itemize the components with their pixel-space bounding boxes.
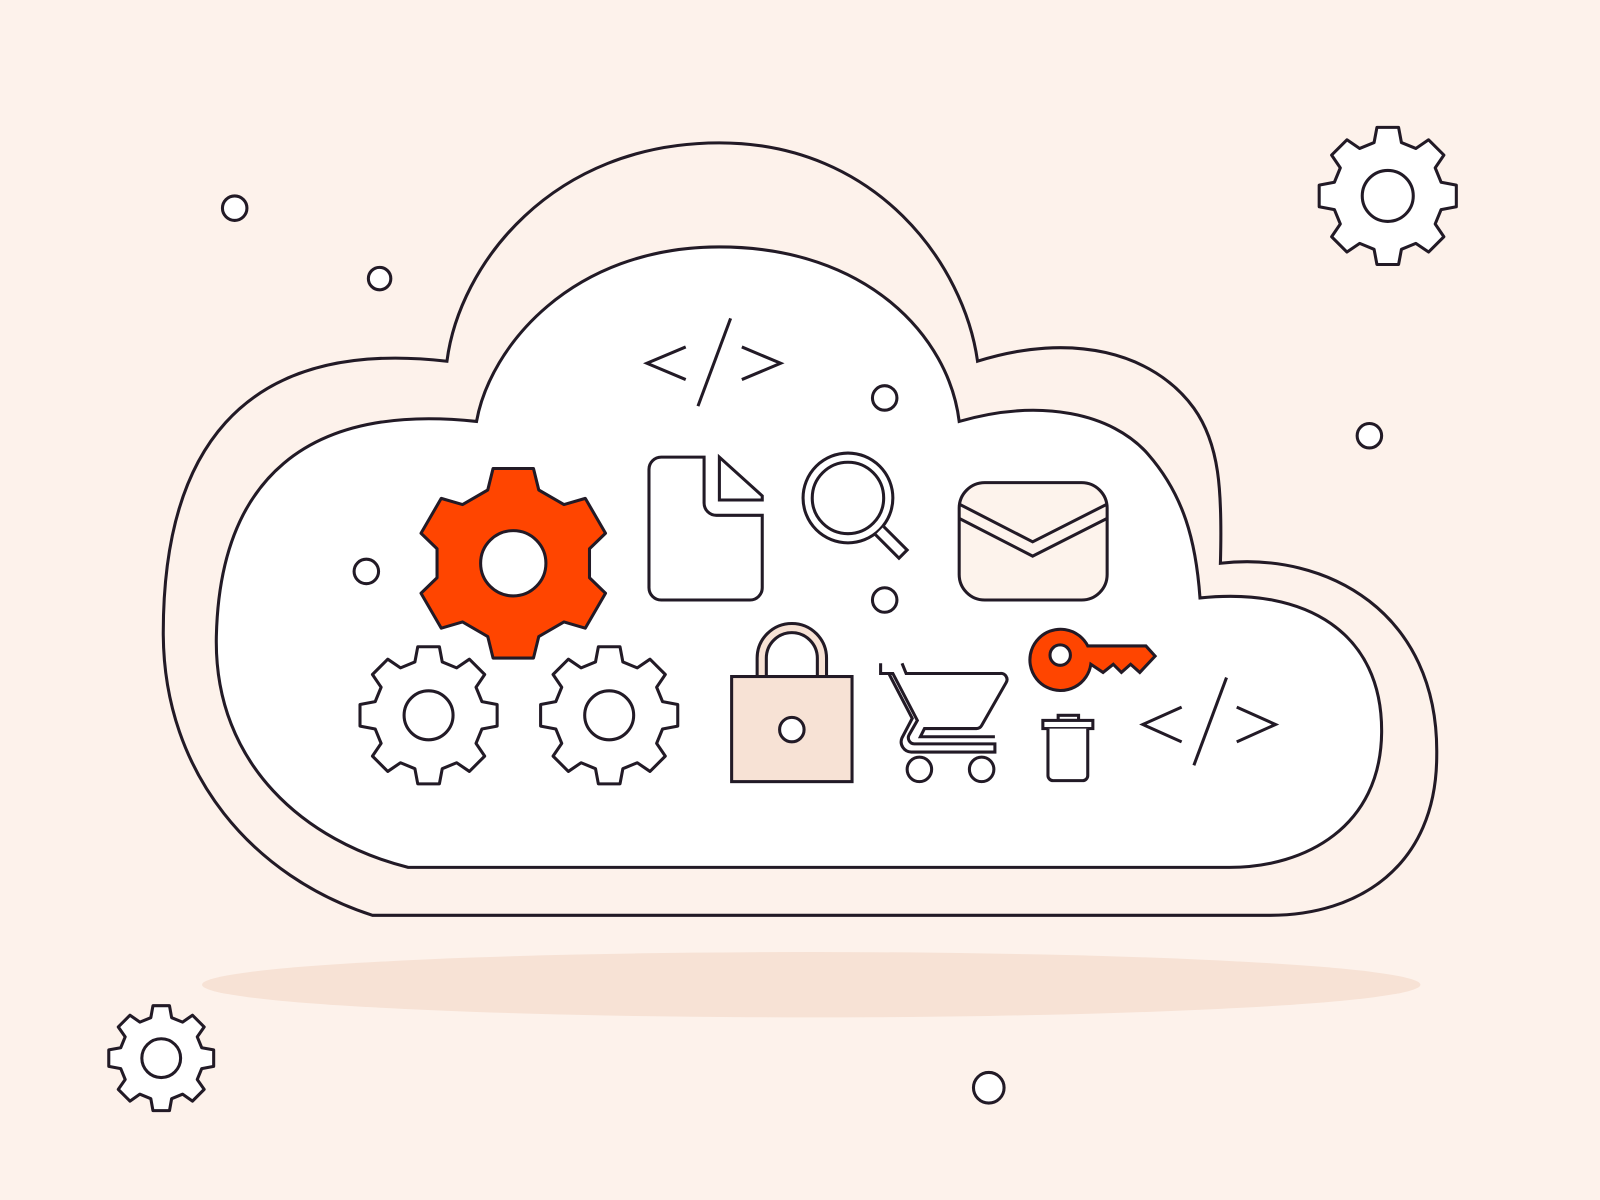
code-icon [1139, 677, 1280, 766]
gear-icon [539, 645, 680, 786]
key-icon [1028, 627, 1158, 692]
decorative-dot [352, 557, 381, 586]
cloud-shadow [202, 952, 1421, 1018]
decorative-dot [870, 384, 899, 412]
gear-icon [419, 466, 608, 660]
cloud-inner [214, 245, 1384, 869]
decorative-dot [971, 1070, 1006, 1105]
decorative-dot [220, 194, 249, 222]
gear-icon [358, 645, 499, 786]
search-icon [801, 451, 910, 561]
cart-icon [879, 662, 1009, 784]
decorative-dot [1355, 421, 1384, 450]
trash-icon [1041, 713, 1095, 783]
code-icon [642, 317, 785, 407]
decorative-dot [366, 265, 393, 292]
mail-icon [957, 481, 1109, 602]
document-icon [647, 453, 764, 602]
lock-icon [730, 622, 854, 784]
gear-icon [1317, 125, 1458, 267]
decorative-dot [870, 586, 899, 614]
gear-icon [107, 1004, 216, 1113]
